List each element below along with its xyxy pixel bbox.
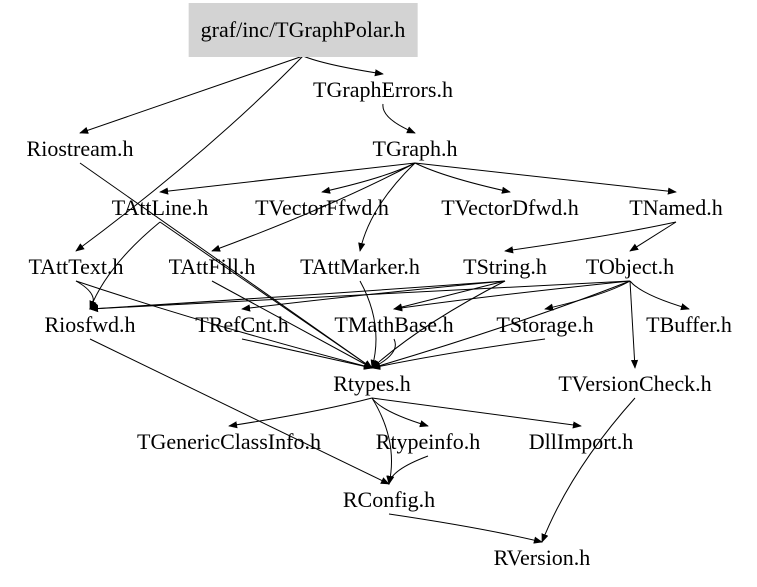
node-tvectordfwd-h[interactable]: TVectorDfwd.h <box>441 195 579 220</box>
edge-tstorage-h-to-rtypes-h <box>371 338 546 370</box>
node-tatttext-h[interactable]: TAttText.h <box>28 254 124 279</box>
edge-tgraph-h-to-tvectordfwd-h <box>414 162 511 194</box>
edge-riostream-h-to-rtypes-h <box>79 162 373 369</box>
node-riostream-h[interactable]: Riostream.h <box>26 136 134 161</box>
node-riosfwd-h[interactable]: Riosfwd.h <box>44 312 136 337</box>
edge-tobject-h-to-riosfwd-h <box>89 280 631 313</box>
node-rtypeinfo-h[interactable]: Rtypeinfo.h <box>375 429 481 454</box>
edge-tversioncheck-h-to-rversion-h <box>541 397 636 543</box>
edge-rconfig-h-to-rversion-h <box>388 513 543 544</box>
node-tobject-h[interactable]: TObject.h <box>585 254 675 279</box>
edge-tstring-h-to-tmathbase-h <box>393 280 506 311</box>
edge-tobject-h-to-tbuffer-h <box>629 280 690 311</box>
edge-trefcnt-h-to-rtypes-h <box>241 338 373 370</box>
edge-tstring-h-to-rtypes-h <box>371 280 506 369</box>
node-tvectorffwd-h[interactable]: TVectorFfwd.h <box>255 195 389 220</box>
edge-tobject-h-to-tmathbase-h <box>393 280 631 312</box>
edge-rtypes-h-to-dllimport-h <box>371 397 582 429</box>
node-tgraph-h[interactable]: TGraph.h <box>372 136 458 161</box>
node-tattline-h[interactable]: TAttLine.h <box>111 195 209 220</box>
node-tstring-h[interactable]: TString.h <box>463 254 547 279</box>
node-tstorage-h[interactable]: TStorage.h <box>496 312 594 337</box>
edge-tgrapherrors-h-to-tgraph-h <box>382 103 416 134</box>
node-trefcnt-h[interactable]: TRefCnt.h <box>195 312 289 337</box>
node-dllimport-h[interactable]: DllImport.h <box>528 429 634 454</box>
edge-riosfwd-h-to-rconfig-h <box>89 338 390 485</box>
edge-tatttext-h-to-riosfwd-h <box>75 280 98 310</box>
node-tmathbase-h[interactable]: TMathBase.h <box>334 312 454 337</box>
edge-tattmarker-h-to-rtypes-h <box>359 280 378 369</box>
node-tattfill-h[interactable]: TAttFill.h <box>168 254 256 279</box>
edge-tatttext-h-to-rtypes-h <box>75 280 373 370</box>
edge-graf-inc-tgraphpolar-h-to-riostream-h <box>79 55 304 134</box>
edge-tgraph-h-to-tattline-h <box>159 162 416 195</box>
edge-rtypes-h-to-rconfig-h <box>371 397 395 485</box>
edge-rtypes-h-to-tgenericclassinfo-h <box>228 397 373 429</box>
node-tgenericclassinfo-h[interactable]: TGenericClassInfo.h <box>137 429 321 454</box>
node-tbuffer-h[interactable]: TBuffer.h <box>646 312 732 337</box>
edge-tstring-h-to-riosfwd-h <box>89 280 506 313</box>
node-tnamed-h[interactable]: TNamed.h <box>629 195 723 220</box>
edge-rtypes-h-to-rtypeinfo-h <box>371 397 429 428</box>
edge-tgraph-h-to-tattmarker-h <box>358 162 416 252</box>
node-rconfig-h[interactable]: RConfig.h <box>342 487 436 512</box>
node-tattmarker-h[interactable]: TAttMarker.h <box>300 254 420 279</box>
node-graf-inc-tgraphpolar-h[interactable]: graf/inc/TGraphPolar.h <box>188 3 418 57</box>
edge-tattline-h-to-riosfwd-h <box>89 221 161 310</box>
edge-rtypeinfo-h-to-rconfig-h <box>386 455 429 485</box>
edge-tgraph-h-to-tnamed-h <box>414 162 677 195</box>
edge-graf-inc-tgraphpolar-h-to-tatttext-h <box>75 55 304 252</box>
edge-graf-inc-tgraphpolar-h-to-tgrapherrors-h <box>302 55 384 77</box>
node-tgrapherrors-h[interactable]: TGraphErrors.h <box>313 77 453 102</box>
edge-tnamed-h-to-tobject-h <box>629 221 677 252</box>
edge-tobject-h-to-tversioncheck-h <box>629 280 639 369</box>
node-tversioncheck-h[interactable]: TVersionCheck.h <box>558 371 712 396</box>
node-rversion-h[interactable]: RVersion.h <box>493 545 591 570</box>
edge-tgraph-h-to-tattfill-h <box>211 162 416 252</box>
node-rtypes-h[interactable]: Rtypes.h <box>333 371 411 396</box>
edge-tobject-h-to-rtypes-h <box>371 280 631 370</box>
edge-tobject-h-to-tstorage-h <box>544 280 631 311</box>
edge-tnamed-h-to-tstring-h <box>504 221 677 254</box>
edge-tattfill-h-to-rtypes-h <box>211 280 373 369</box>
